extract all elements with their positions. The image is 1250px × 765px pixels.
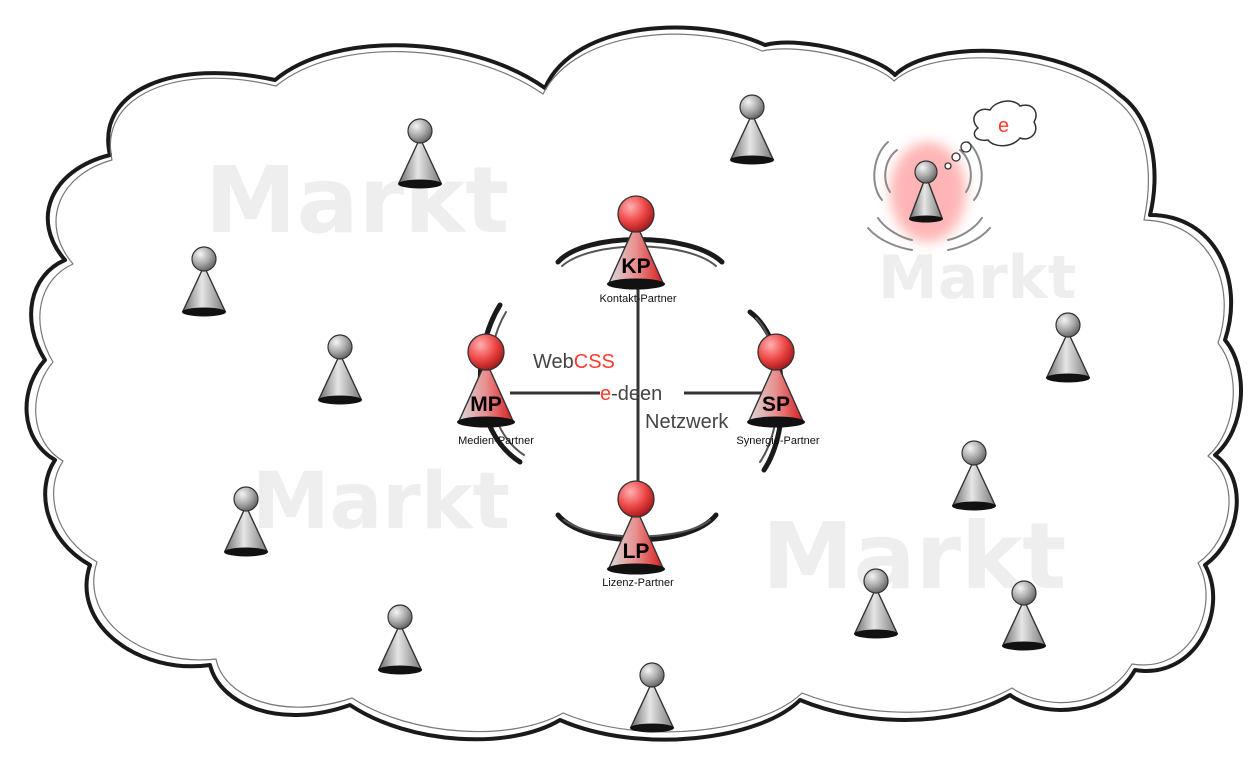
- participant-figure: [317, 334, 363, 405]
- participant-figure: [951, 440, 997, 511]
- thought-bubble-text: e: [998, 115, 1009, 137]
- center-brand-css: CSS: [574, 351, 615, 373]
- participant-figure: [853, 568, 899, 639]
- center-deen: -deen: [611, 383, 662, 405]
- watermark-markt-right: Markt: [878, 243, 1076, 313]
- partner-label: Synergie-Partner: [736, 435, 819, 447]
- watermark-markt-top-left: Markt: [205, 147, 509, 254]
- partner-abbr: LP: [623, 540, 650, 563]
- participant-figure: [181, 246, 227, 317]
- center-e-deen: e-deen: [600, 383, 662, 405]
- partner-label: Lizenz-Partner: [602, 577, 674, 589]
- center-netzwerk: Netzwerk: [645, 411, 729, 433]
- participant-figure: [223, 486, 269, 557]
- participant-figure: [377, 604, 423, 675]
- partner-figure-sp: SP Synergie-Partner: [736, 333, 820, 447]
- partner-figure-kp: KP Kontakt-Partner: [599, 195, 677, 305]
- center-brand: WebCSS: [533, 351, 615, 373]
- partner-figure-mp: MP Medien-Partner: [457, 333, 534, 447]
- partner-abbr: KP: [621, 255, 650, 278]
- thought-bubble: e: [944, 100, 1037, 170]
- participant-figure: [397, 118, 443, 189]
- partner-abbr: SP: [762, 393, 790, 416]
- center-brand-web: Web: [533, 351, 574, 373]
- market-participants: [181, 94, 1091, 733]
- partner-connections: [510, 288, 768, 500]
- participant-figure: [1001, 580, 1047, 651]
- partner-figure-lp: LP Lizenz-Partner: [602, 480, 674, 589]
- participant-figure: [729, 94, 775, 165]
- center-e: e: [600, 383, 611, 405]
- partner-abbr: MP: [470, 393, 502, 416]
- watermark-markt-bottom-left: Markt: [252, 457, 510, 547]
- partner-label: Medien-Partner: [458, 435, 534, 447]
- participant-figure: [629, 662, 675, 733]
- partner-label: Kontakt-Partner: [599, 293, 676, 305]
- center-label: WebCSS e-deen Netzwerk: [533, 351, 729, 433]
- participant-figure: [1045, 312, 1091, 383]
